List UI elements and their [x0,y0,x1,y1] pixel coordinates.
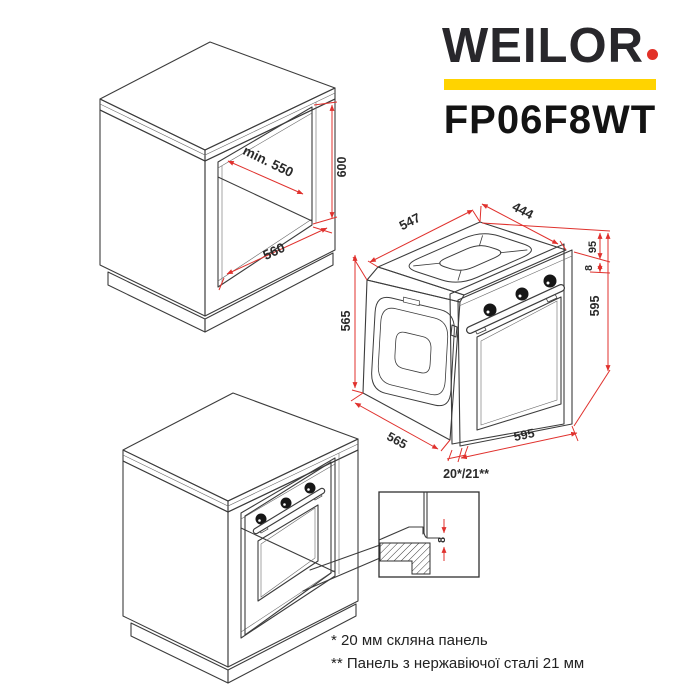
empty-cabinet-drawing: min. 550 600 560 [99,41,349,333]
oven-side-stamping [371,291,456,409]
niche-dimensions: min. 550 600 560 [218,101,349,291]
logo-dot-icon [646,49,658,60]
detail-leader-lines [302,544,381,592]
oven-bottom-left-label: 565 [384,429,409,451]
oven-offset-label: 8 [583,265,595,271]
brand-logo-text: WEILOR [442,19,644,73]
cabinet-panel-section [379,542,431,575]
niche-height-label: 600 [335,157,349,178]
brand-logo: WEILOR [420,19,680,74]
oven-top-right-label: 444 [510,199,537,223]
door-thickness-label: 20*/21** [443,467,489,481]
oven-panel-height-label: 95 [587,241,599,253]
oven-top-left-label: 547 [397,210,423,233]
logo-accent-bar [444,78,656,90]
oven-door-handle [466,284,565,335]
oven-height-right-label: 595 [588,296,602,317]
footnote-steel-panel: ** Панель з нержавіючої сталі 21 мм [331,654,585,672]
oven-knobs [483,274,557,317]
oven-dimensions: 547 444 95 8 595 565 565 595 20*/21** [339,199,611,481]
footnote-glass-panel: * 20 мм скляна панель [331,632,488,649]
mounting-detail-box: 8 [378,491,480,578]
footnotes: * 20 мм скляна панель ** Панель з нержав… [331,630,584,675]
installed-oven-door [244,461,332,636]
oven-bottom-right-label: 595 [513,426,536,444]
brand-block: WEILOR FP06F8WT [420,19,680,143]
niche-depth-label: min. 550 [241,143,296,180]
detail-gap-label: 8 [436,537,448,543]
model-number: FP06F8WT [443,97,657,142]
oven-front-panel [457,249,573,447]
oven-top-channel [400,230,540,285]
oven-height-left-label: 565 [339,311,353,332]
installed-cabinet-drawing [122,392,381,684]
oven-drawing: 547 444 95 8 595 565 565 595 20*/21** [339,199,611,481]
